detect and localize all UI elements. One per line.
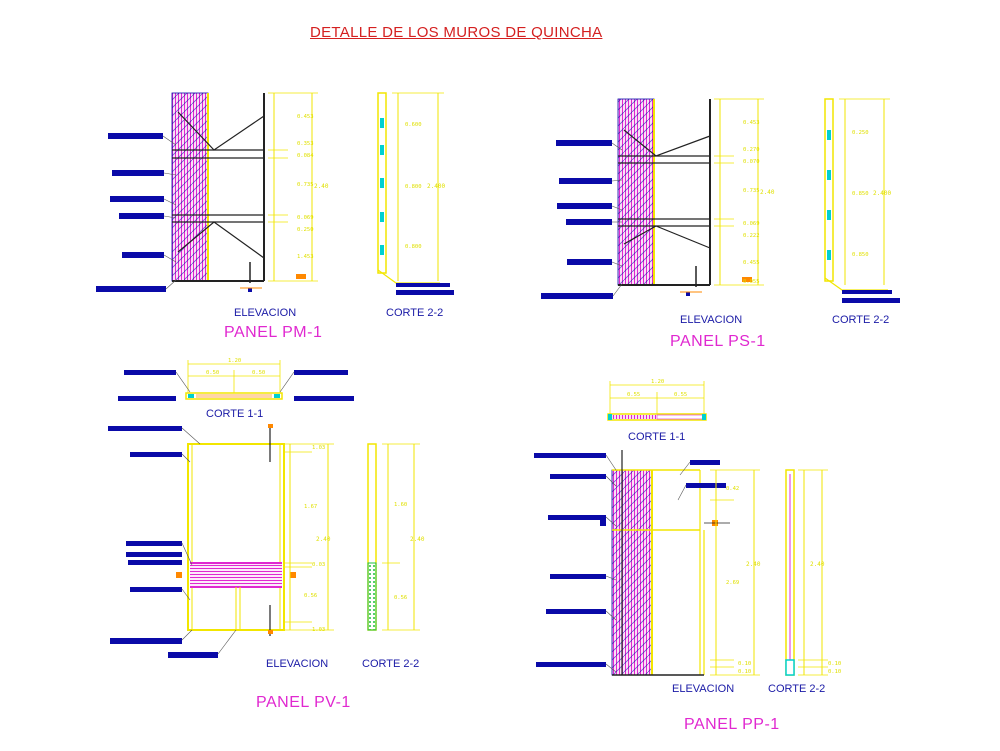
pv1-dim-3: 0.03	[312, 562, 325, 568]
pp1-dim-1: 0.42	[726, 486, 739, 492]
pv1-dim-1: 1.03	[312, 445, 325, 451]
ps1-elevacion-label: ELEVACION	[680, 314, 743, 326]
ps1-dim-2: 0.270	[743, 147, 760, 153]
pp1-corte11-label: CORTE 1-1	[628, 431, 686, 443]
ps1-corte-dim-total: 2.400	[873, 190, 891, 197]
pp1-corte-dim-total: 2.40	[810, 561, 825, 568]
pp1-top-dim-total: 1.20	[651, 379, 664, 385]
pv1-corte22: 1.60 0.56 2.40	[367, 443, 425, 631]
pv1-dim-4: 0.56	[304, 593, 317, 599]
ps1-dim-total: 2.40	[760, 189, 775, 196]
panel-pp1-group: 1.20 0.55 0.55	[534, 379, 841, 676]
pp1-elevation-dims: 0.42 2.69 0.10 0.10 2.40	[710, 469, 761, 676]
pp1-elevacion-label: ELEVACION	[672, 683, 735, 695]
ps1-corte-dim-3: 0.850	[852, 252, 869, 258]
pm1-elevacion-label: ELEVACION	[234, 307, 297, 319]
pp1-dim-4: 0.10	[738, 669, 751, 675]
ps1-dim-5: 0.069	[743, 221, 760, 227]
pv1-corte-dim-2: 0.56	[394, 595, 407, 601]
pp1-corte-dim-2: 0.10	[828, 669, 841, 675]
pv1-corte-dim-1: 1.60	[394, 502, 407, 508]
pm1-elevation	[171, 92, 265, 292]
pp1-dim-total: 2.40	[746, 561, 761, 568]
pp1-corte11: 1.20 0.55 0.55	[607, 379, 707, 421]
pp1-top-dim-2: 0.55	[674, 392, 687, 398]
pm1-dim-total: 2.40	[314, 183, 329, 190]
pm1-dim-3: 0.084	[297, 153, 314, 159]
pv1-dim-total: 2.40	[316, 536, 331, 543]
pv1-elevation-dims: 1.03 1.67 0.03 0.56 1.03 2.40	[284, 443, 334, 633]
panel-pm1-group: 0.453 0.353 0.084 0.735 0.069 0.250 1.45…	[96, 92, 454, 295]
pm1-corte-dim-total: 2.400	[427, 183, 445, 190]
pm1-dim-4: 0.735	[297, 182, 314, 188]
pv1-corte11: 1.20 0.50 0.50	[118, 358, 354, 401]
pp1-corte-dim-1: 0.10	[828, 661, 841, 667]
panel-pv1-group: 1.20 0.50 0.50	[108, 358, 425, 658]
ps1-dim-7: 0.455	[743, 260, 760, 266]
ps1-elevation	[617, 98, 711, 296]
drawing-title: DETALLE DE LOS MUROS DE QUINCHA	[310, 24, 603, 41]
pm1-corte-dim-3: 0.800	[405, 244, 422, 250]
pp1-top-dim-1: 0.55	[627, 392, 640, 398]
pp1-dim-3: 0.10	[738, 661, 751, 667]
pm1-corte-dim-1: 0.600	[405, 122, 422, 128]
ps1-dim-4: 0.735	[743, 188, 760, 194]
pm1-corte-dim-2: 0.800	[405, 184, 422, 190]
pm1-dim-6: 0.250	[297, 227, 314, 233]
pm1-callouts	[96, 133, 177, 292]
pm1-elevation-dims: 0.453 0.353 0.084 0.735 0.069 0.250 1.45…	[268, 92, 329, 282]
pm1-corte22: 0.600 0.800 0.800 2.400	[377, 92, 454, 295]
pp1-dim-2: 2.69	[726, 580, 739, 586]
ps1-dim-1: 0.453	[743, 120, 760, 126]
pv1-top-dim-1: 0.50	[206, 370, 219, 376]
pv1-dim-2: 1.67	[304, 504, 317, 510]
pv1-callouts	[108, 426, 237, 658]
pv1-elevation	[176, 424, 296, 636]
ps1-callouts	[541, 140, 623, 299]
pm1-panel-name: PANEL PM-1	[224, 324, 323, 341]
pp1-elevation	[600, 450, 730, 676]
ps1-corte22-label: CORTE 2-2	[832, 314, 890, 326]
pv1-top-dim-2: 0.50	[252, 370, 265, 376]
pp1-corte22: 0.10 0.10 2.40	[785, 469, 841, 676]
ps1-corte22: 0.250 0.850 0.850 2.400	[824, 98, 900, 303]
pp1-panel-name: PANEL PP-1	[684, 716, 780, 733]
ps1-panel-name: PANEL PS-1	[670, 333, 766, 350]
pm1-dim-7: 1.453	[297, 254, 314, 260]
panel-ps1-group: 0.453 0.270 0.070 0.735 0.069 0.222 0.45…	[541, 98, 900, 303]
ps1-dim-8: 0.055	[743, 279, 760, 285]
pp1-corte22-label: CORTE 2-2	[768, 683, 826, 695]
pv1-top-dim-total: 1.20	[228, 358, 241, 364]
pv1-corte22-label: CORTE 2-2	[362, 658, 420, 670]
pp1-callouts	[534, 453, 726, 673]
pv1-dim-5: 1.03	[312, 627, 325, 633]
ps1-dim-3: 0.070	[743, 159, 760, 165]
ps1-dim-6: 0.222	[743, 233, 760, 239]
pm1-dim-2: 0.353	[297, 141, 314, 147]
ps1-corte-dim-1: 0.250	[852, 130, 869, 136]
pm1-dim-1: 0.453	[297, 114, 314, 120]
pv1-panel-name: PANEL PV-1	[256, 694, 351, 711]
pv1-corte-dim-total: 2.40	[410, 536, 425, 543]
pv1-elevacion-label: ELEVACION	[266, 658, 329, 670]
pm1-dim-5: 0.069	[297, 215, 314, 221]
ps1-elevation-dims: 0.453 0.270 0.070 0.735 0.069 0.222 0.45…	[714, 98, 775, 286]
ps1-corte-dim-2: 0.850	[852, 191, 869, 197]
pv1-corte11-label: CORTE 1-1	[206, 408, 264, 420]
pm1-corte22-label: CORTE 2-2	[386, 307, 444, 319]
